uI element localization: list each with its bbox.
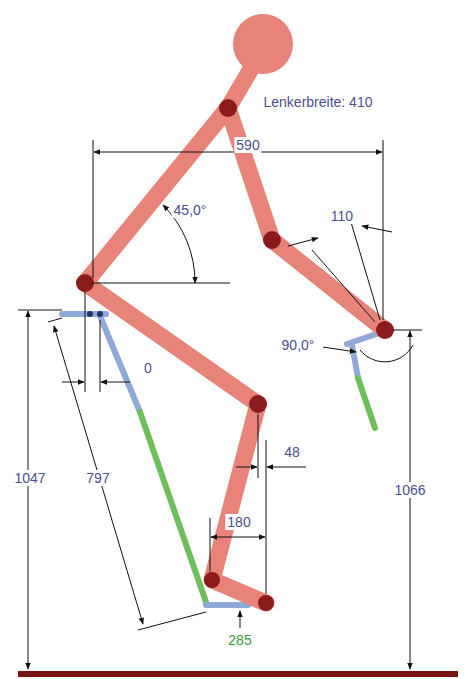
dimension-line [267, 467, 306, 468]
dimension-line [240, 611, 241, 628]
angle-value: 90,0° [280, 337, 317, 353]
rider [85, 62, 385, 603]
crank [206, 602, 248, 608]
extension-line [85, 292, 86, 392]
extension-line [93, 140, 94, 278]
torso [85, 108, 228, 283]
extension-line [18, 310, 62, 311]
fork [358, 378, 375, 428]
head [233, 14, 293, 74]
dimension-value: 110 [329, 208, 355, 224]
dimension-line [410, 331, 411, 669]
reference-line [92, 283, 230, 284]
saddle [62, 311, 106, 317]
extension-line [48, 318, 62, 322]
dimension-line [28, 311, 29, 669]
head-tube [352, 345, 358, 378]
extension-line [312, 250, 375, 322]
dimension-lines [18, 140, 422, 669]
ground-bar [18, 671, 458, 677]
handlebar-width: Lenkerbreite: 410 [262, 94, 375, 110]
extension-line [210, 518, 211, 572]
dimension-line [362, 226, 392, 232]
elbow-joint [263, 231, 281, 249]
dimension-line [236, 467, 257, 468]
dimension-line [211, 537, 265, 538]
hand-joint [376, 321, 394, 339]
dimension-line [62, 382, 84, 383]
dimension-value: 797 [84, 470, 111, 486]
dimension-value: 285 [226, 632, 253, 648]
extension-line [100, 320, 101, 392]
dimension-line [288, 238, 318, 246]
knee-joint [249, 395, 267, 413]
dimension-value: 1066 [392, 482, 427, 498]
leg [85, 283, 266, 603]
extension-line [138, 612, 206, 630]
angle-arc [360, 345, 413, 362]
hip-joint [76, 274, 94, 292]
shoulder-joint [219, 99, 237, 117]
toe-joint [258, 595, 274, 611]
seat-tube [100, 316, 140, 412]
dimension-value: 0 [142, 360, 154, 376]
angle-value: 45,0° [172, 202, 209, 218]
dimension-value: 590 [234, 137, 261, 153]
dimension-line [101, 382, 130, 383]
dimension-value: 1047 [12, 470, 47, 486]
joints [76, 99, 394, 611]
arm [228, 108, 385, 330]
dimension-value: 48 [282, 444, 302, 460]
leader-line [323, 347, 356, 352]
dimension-line [54, 326, 143, 624]
extension-line [393, 330, 422, 331]
saddle-point [87, 311, 93, 317]
extension-line [258, 414, 259, 478]
dimension-value: 180 [225, 514, 252, 530]
extension-line [266, 440, 267, 594]
seat-tube-lower [140, 412, 206, 602]
ankle-joint [204, 572, 220, 588]
saddle-point [97, 311, 103, 317]
